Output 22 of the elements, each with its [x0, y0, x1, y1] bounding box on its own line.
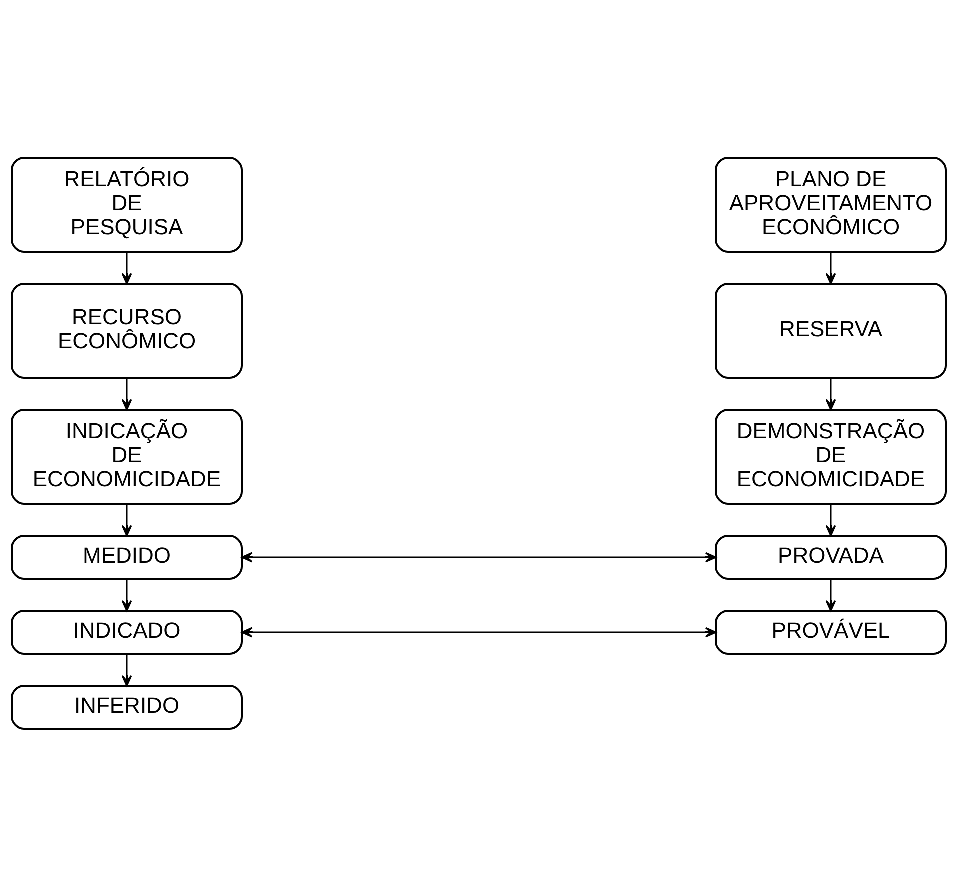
- arrow: [122, 252, 132, 285]
- node-box: INFERIDO: [11, 685, 243, 730]
- node-box: INDICAÇÃO DE ECONOMICIDADE: [11, 409, 243, 505]
- arrow: [241, 627, 717, 638]
- arrow: [122, 378, 132, 411]
- arrow: [122, 579, 132, 612]
- arrow: [826, 378, 836, 411]
- node-box: INDICADO: [11, 610, 243, 655]
- node-box: RELATÓRIO DE PESQUISA: [11, 157, 243, 253]
- arrow: [826, 504, 836, 537]
- node-box: DEMONSTRAÇÃO DE ECONOMICIDADE: [715, 409, 947, 505]
- node-box: RESERVA: [715, 283, 947, 379]
- arrow: [122, 504, 132, 537]
- node-box: RECURSO ECONÔMICO: [11, 283, 243, 379]
- arrow: [826, 252, 836, 285]
- arrow: [241, 552, 717, 563]
- node-box: PLANO DE APROVEITAMENTO ECONÔMICO: [715, 157, 947, 253]
- node-box: PROVÁVEL: [715, 610, 947, 655]
- arrow: [122, 654, 132, 687]
- arrow: [826, 579, 836, 612]
- node-box: PROVADA: [715, 535, 947, 580]
- node-box: MEDIDO: [11, 535, 243, 580]
